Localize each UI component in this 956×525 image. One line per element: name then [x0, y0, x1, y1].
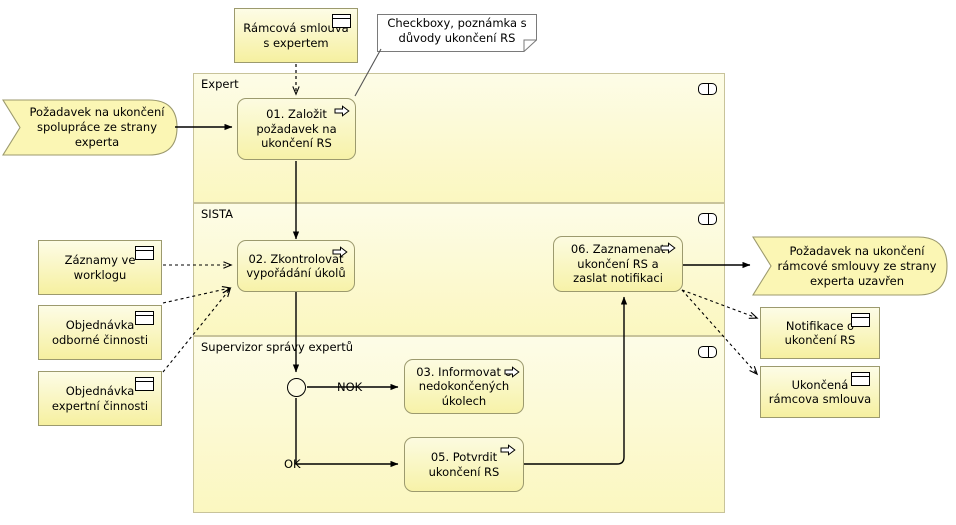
edge-label-ok: OK — [284, 457, 301, 471]
artifact-ukoncena-smlouva-label: Ukončená rámcova smlouva — [768, 377, 872, 407]
action-02-label: 02. Zkontrolovat vypořádání úkolů — [246, 251, 346, 281]
note-shape — [377, 14, 537, 52]
artifact-objednavka-expertni-label: Objednávka expertní činnosti — [51, 384, 149, 413]
artifact-ramcova-smlouva[interactable]: Rámcová smlouva s expertem — [234, 8, 358, 63]
object-icon — [851, 313, 870, 327]
action-03-informovat[interactable]: 03. Informovat o nedokončených úkolech — [404, 359, 524, 414]
action-06-label: 06. Zaznamenat ukončení RS a zaslat noti… — [570, 242, 666, 286]
partition-expert-label: Expert — [201, 77, 239, 91]
action-05-potvrdit-ukonceni[interactable]: 05. Potvrdit ukončení RS — [404, 437, 524, 492]
partition-role-icon — [698, 212, 717, 226]
partition-sista-label: SISTA — [201, 207, 233, 221]
flag-start[interactable]: Požadavek na ukončení spolupráce ze stra… — [2, 99, 178, 156]
artifact-objednavka-odborne[interactable]: Objednávka odborné činnosti — [38, 305, 162, 360]
partition-role-icon — [698, 345, 717, 359]
flag-end-shape — [752, 236, 948, 296]
note-checkboxy[interactable]: Checkboxy, poznámka s důvody ukončení RS — [377, 14, 537, 52]
decision-node[interactable] — [287, 378, 306, 397]
object-icon — [332, 14, 351, 28]
note-checkboxy-label: Checkboxy, poznámka s důvody ukončení RS — [387, 15, 527, 45]
artifact-notifikace[interactable]: Notifikace o ukončení RS — [760, 307, 880, 359]
flag-start-label: Požadavek na ukončení spolupráce ze stra… — [29, 105, 165, 149]
object-icon — [135, 377, 154, 391]
partition-supervizor-label: Supervizor správy expertů — [201, 340, 354, 354]
action-02-zkontrolovat-vyporadani[interactable]: 02. Zkontrolovat vypořádání úkolů — [237, 240, 355, 292]
artifact-objednavka-odborne-label: Objednávka odborné činnosti — [51, 318, 149, 347]
action-03-label: 03. Informovat o nedokončených úkolech — [416, 364, 512, 408]
action-01-label: 01. Založit požadavek na ukončení RS — [256, 107, 337, 151]
object-icon — [851, 372, 870, 386]
artifact-zaznamy-worklog-label: Záznamy ve worklogu — [64, 253, 136, 282]
action-05-label: 05. Potvrdit ukončení RS — [428, 450, 500, 479]
flag-end[interactable]: Požadavek na ukončení rámcové smlouvy ze… — [752, 236, 948, 296]
flag-end-label: Požadavek na ukončení rámcové smlouvy ze… — [777, 243, 937, 288]
artifact-ramcova-smlouva-label: Rámcová smlouva s expertem — [243, 21, 349, 50]
partition-role-icon — [698, 82, 717, 96]
action-01-zalozit-pozadavek[interactable]: 01. Založit požadavek na ukončení RS — [237, 98, 356, 160]
object-icon — [135, 311, 154, 325]
action-06-zaznamenat-ukonceni[interactable]: 06. Zaznamenat ukončení RS a zaslat noti… — [553, 236, 683, 292]
artifact-zaznamy-worklog[interactable]: Záznamy ve worklogu — [38, 240, 162, 295]
object-icon — [135, 246, 154, 260]
artifact-ukoncena-smlouva[interactable]: Ukončená rámcova smlouva — [760, 366, 880, 418]
edge-label-nok: NOK — [337, 380, 363, 394]
artifact-notifikace-label: Notifikace o ukončení RS — [784, 318, 856, 348]
artifact-objednavka-expertni[interactable]: Objednávka expertní činnosti — [38, 371, 162, 426]
